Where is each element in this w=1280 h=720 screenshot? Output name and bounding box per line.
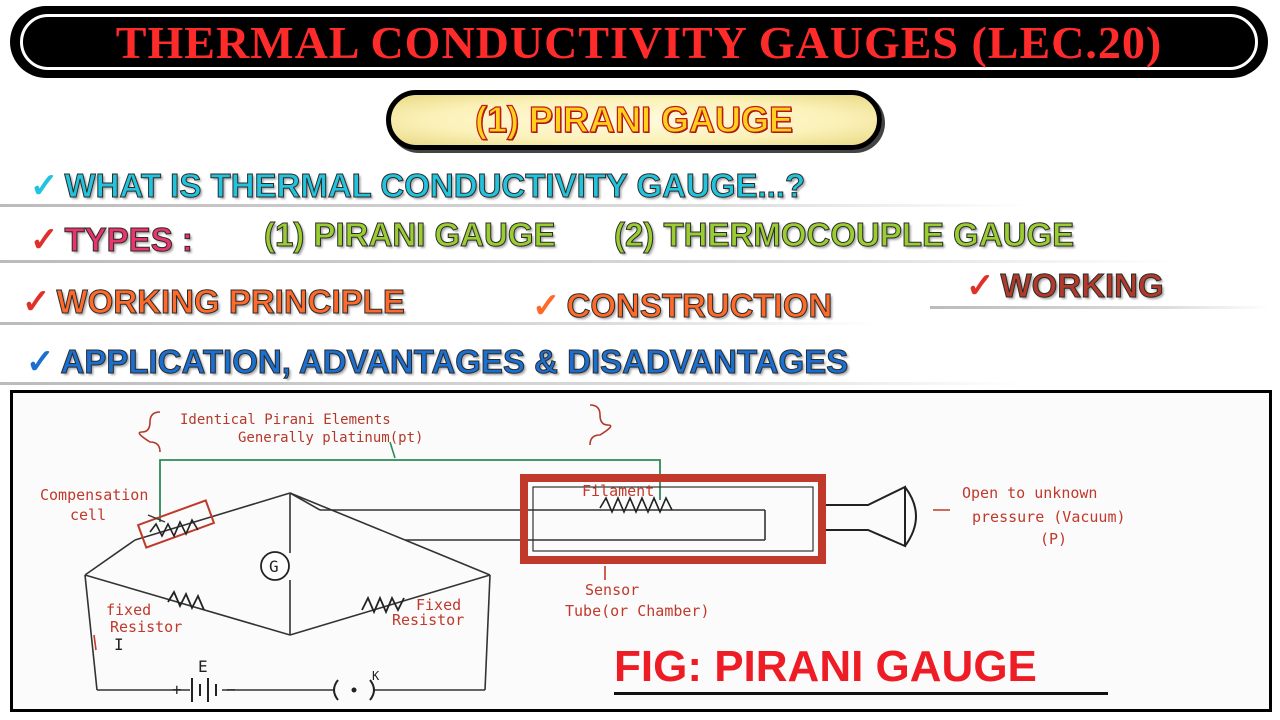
figure-caption: FIG: PIRANI GAUGE	[614, 642, 1037, 691]
type-pirani: (1) PIRANI GAUGE	[264, 216, 557, 254]
label-open-unknown: Open to unknown	[962, 484, 1097, 502]
divider	[930, 306, 1270, 309]
check-icon: ✓	[26, 343, 55, 381]
battery-wire	[484, 574, 491, 691]
label-compensation: Compensation	[40, 486, 148, 504]
sensor-wire	[289, 492, 321, 511]
bullet-working: ✓WORKING	[966, 266, 1164, 306]
label-minus: −	[226, 680, 236, 699]
current-arrow	[93, 634, 97, 651]
brace-arrow	[389, 441, 396, 459]
label-current: I	[114, 635, 124, 654]
subtitle: (1) PIRANI GAUGE	[474, 98, 794, 140]
bridge-wire	[289, 574, 491, 636]
bullet-types: ✓TYPES :	[30, 220, 193, 260]
divider	[0, 382, 1020, 385]
bullet-working-text: WORKING	[1000, 267, 1164, 305]
label-resistor-right: Resistor	[392, 611, 464, 629]
battery-icon	[191, 678, 217, 702]
page-title: THERMAL CONDUCTIVITY GAUGES (LEC.20)	[115, 16, 1163, 68]
bullet-working-principle-text: WORKING PRINCIPLE	[56, 283, 405, 321]
compensation-cell	[136, 499, 216, 549]
key-icon	[369, 679, 375, 701]
galvanometer-icon	[260, 551, 290, 581]
label-plus: +	[172, 680, 182, 699]
note-identical-elements: Identical Pirani Elements	[180, 412, 391, 428]
compensation-arrow	[147, 514, 166, 523]
label-galvanometer: G	[269, 557, 279, 576]
check-icon: ✓	[22, 283, 51, 321]
key-icon	[333, 679, 339, 701]
bullet-types-label: TYPES :	[64, 221, 193, 259]
label-tube-chamber: Tube(or Chamber)	[565, 602, 710, 620]
fixed-resistor-left-icon	[167, 590, 205, 611]
divider	[0, 204, 1030, 207]
note-platinum: Generally platinum(pt)	[238, 430, 423, 446]
brace-left	[138, 411, 161, 453]
label-sensor: Sensor	[585, 581, 639, 599]
fixed-resistor-right-icon	[361, 595, 405, 615]
bullet-what-is: ✓WHAT IS THERMAL CONDUCTIVITY GAUGE...?	[30, 166, 806, 206]
label-key: K	[372, 669, 380, 683]
divider	[0, 322, 880, 325]
filament-icon	[599, 495, 673, 515]
label-fixed-left: fixed	[106, 601, 151, 619]
check-icon: ✓	[30, 167, 59, 205]
bullet-what-is-text: WHAT IS THERMAL CONDUCTIVITY GAUGE...?	[64, 167, 806, 205]
bullet-application-text: APPLICATION, ADVANTAGES & DISADVANTAGES	[60, 343, 849, 381]
key-contact-icon	[351, 687, 357, 693]
label-cell: cell	[70, 506, 106, 524]
label-filament: Filament	[582, 482, 654, 500]
chamber-inlet	[826, 485, 906, 548]
compensation-resistor-icon	[149, 518, 199, 538]
check-icon: ✓	[532, 287, 561, 325]
check-icon: ✓	[966, 267, 995, 305]
check-icon: ✓	[30, 221, 59, 259]
bullet-application: ✓APPLICATION, ADVANTAGES & DISADVANTAGES	[26, 342, 849, 382]
bullet-construction: ✓CONSTRUCTION	[532, 286, 833, 326]
label-emf: E	[198, 657, 208, 676]
bullet-working-principle: ✓WORKING PRINCIPLE	[22, 282, 405, 322]
sensor-chamber	[520, 474, 826, 564]
figure-caption-underline	[614, 692, 1108, 695]
divider	[0, 260, 1180, 263]
bridge-wire	[289, 492, 406, 541]
title-banner: THERMAL CONDUCTIVITY GAUGES (LEC.20)	[10, 6, 1268, 78]
label-fixed-right: Fixed	[416, 596, 461, 614]
bullet-construction-text: CONSTRUCTION	[566, 287, 833, 325]
chamber-mouth	[904, 486, 917, 547]
sensor-chamber-inner	[532, 486, 814, 552]
label-resistor-left: Resistor	[110, 618, 182, 636]
label-pressure-p: (P)	[1040, 530, 1067, 548]
bridge-wire	[84, 539, 136, 576]
bridge-wire	[404, 539, 491, 576]
type-thermocouple: (2) THERMOCOUPLE GAUGE	[613, 216, 1075, 254]
brace-right	[589, 404, 612, 446]
subtitle-pill: (1) PIRANI GAUGE	[386, 90, 882, 150]
label-pressure-vacuum: pressure (Vacuum)	[972, 508, 1126, 526]
title-banner-frame: THERMAL CONDUCTIVITY GAUGES (LEC.20)	[20, 14, 1258, 70]
battery-wire	[84, 574, 98, 691]
bridge-wire	[84, 574, 291, 636]
